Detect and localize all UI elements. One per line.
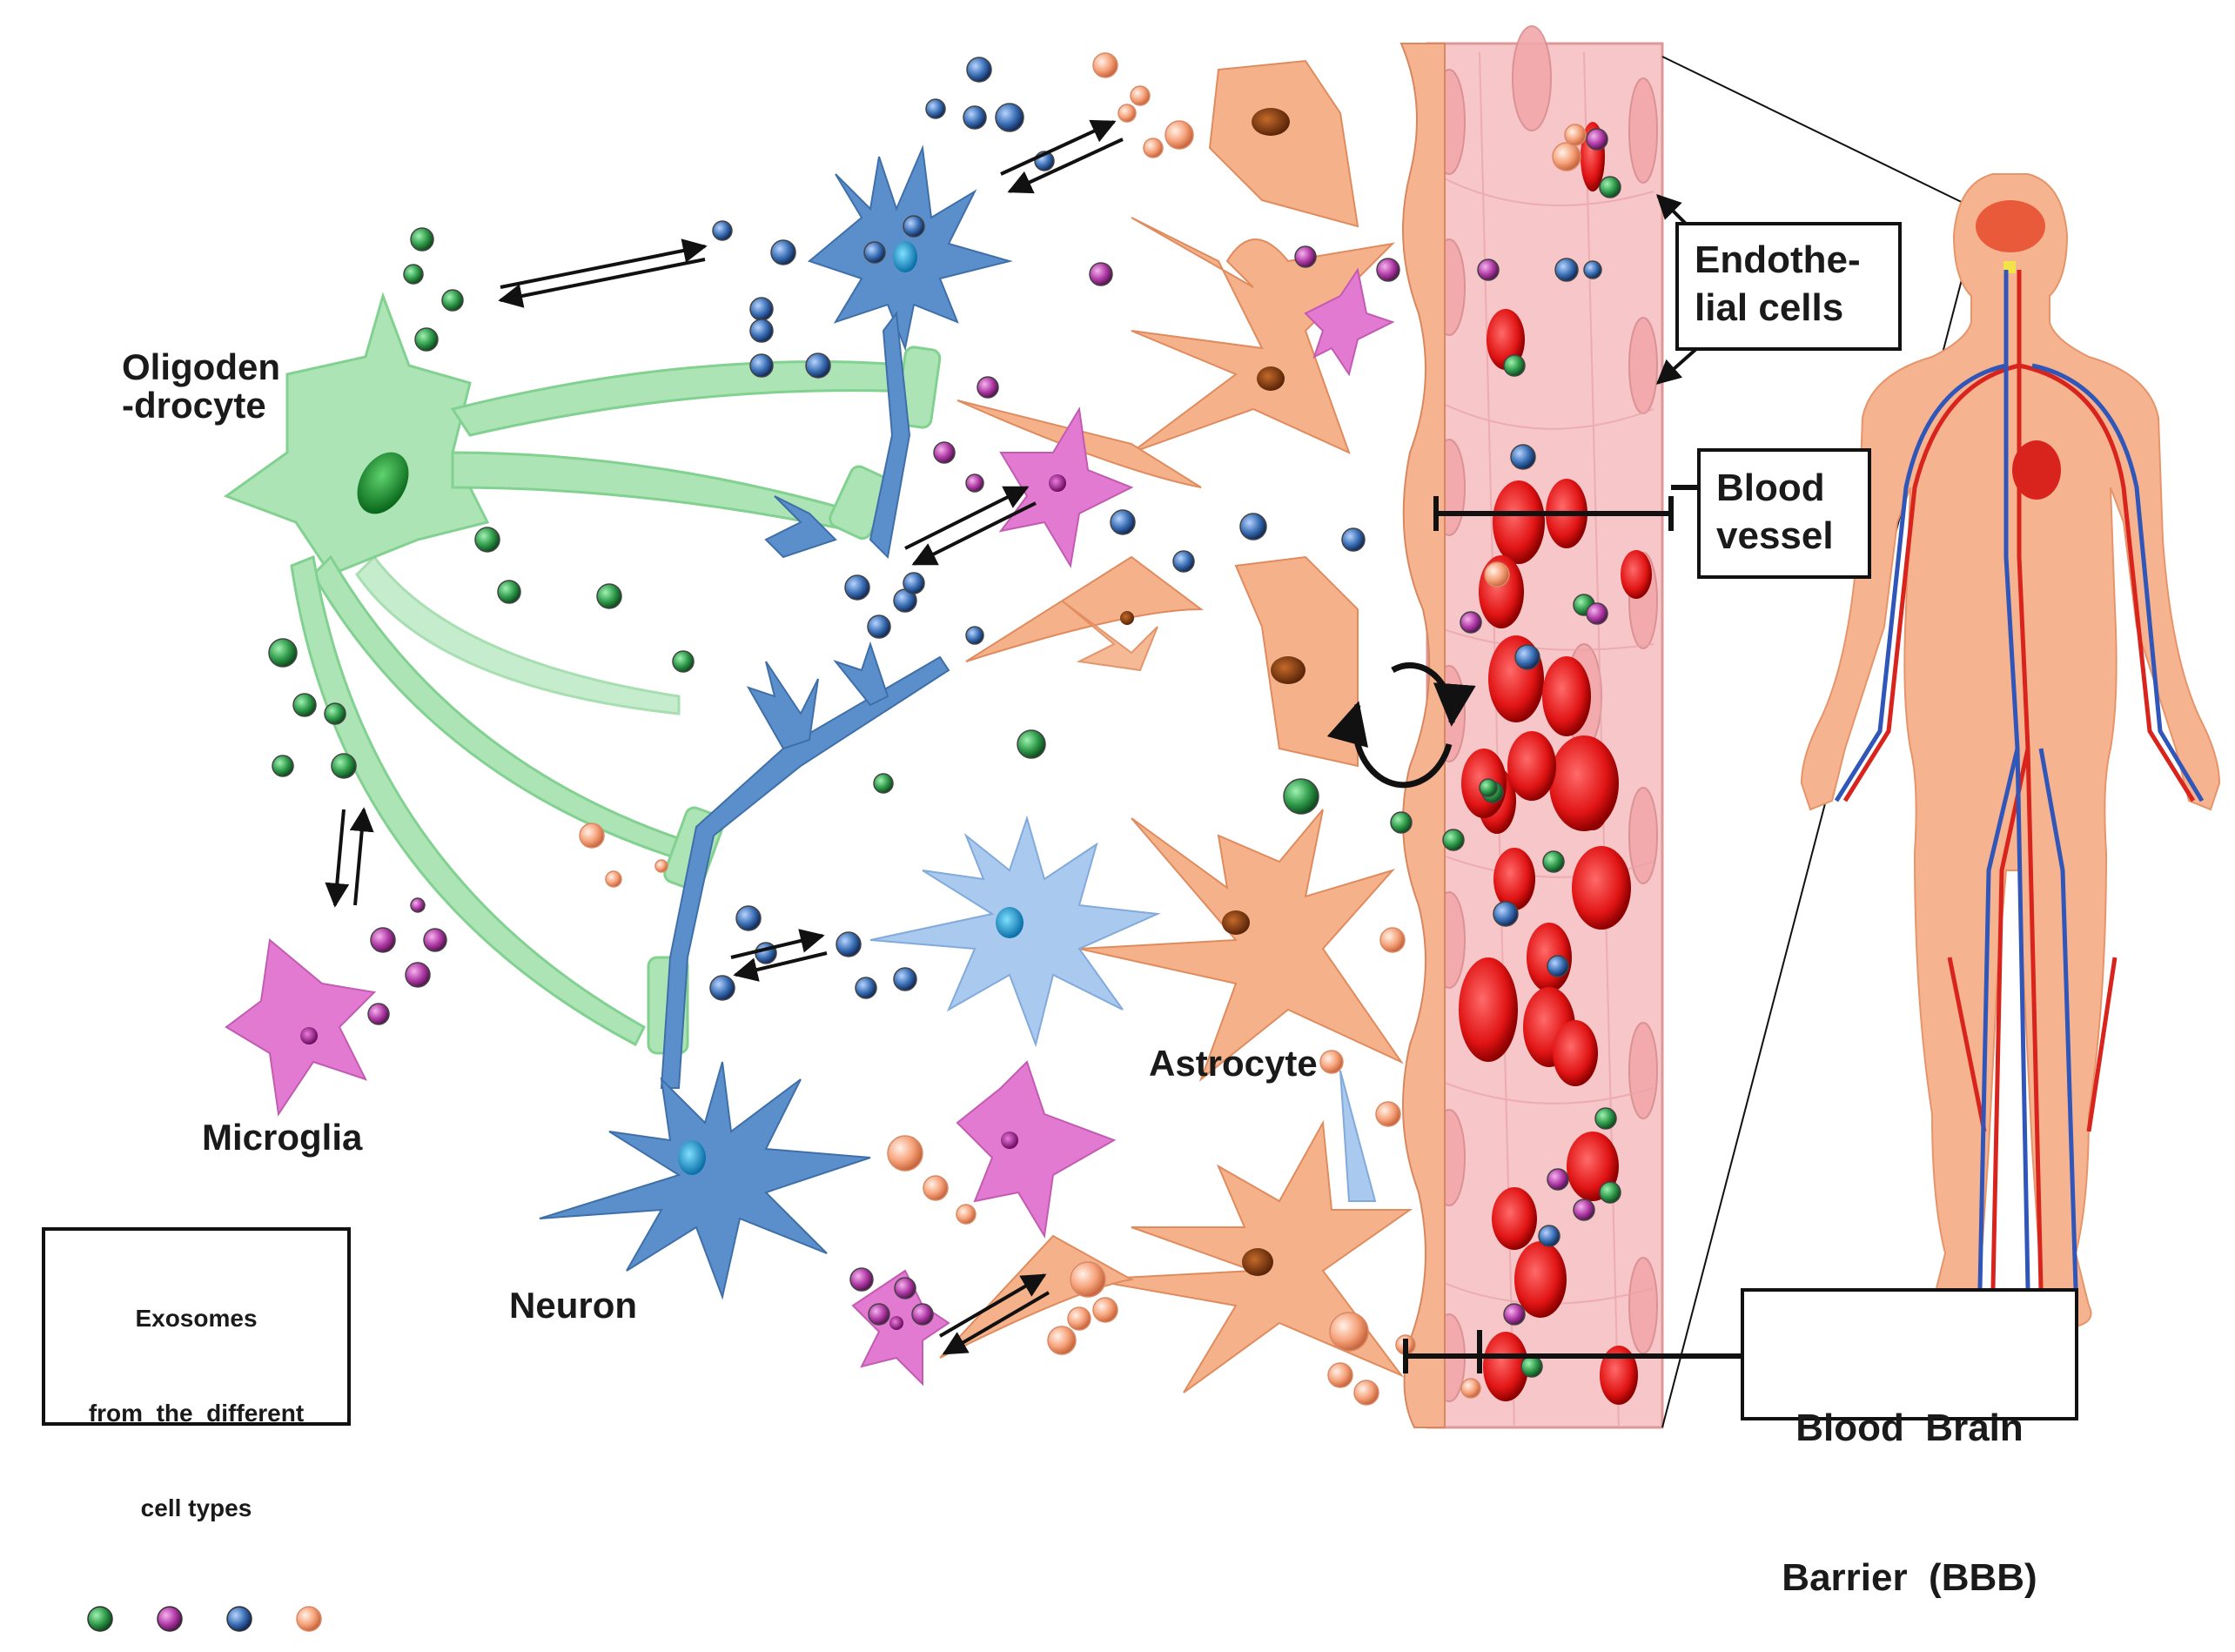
exosomes-blue xyxy=(709,57,1602,1247)
endothelial-callout: Endothe- lial cells xyxy=(1675,222,1902,351)
microglia-nuclei xyxy=(300,474,1066,1330)
legend-title-line: Exosomes xyxy=(135,1304,258,1332)
neuron-nucleus-top xyxy=(893,241,917,272)
oligodendrocyte-nucleus xyxy=(357,452,409,514)
red-blood-cells xyxy=(1459,122,1652,1405)
microglia-label: Microglia xyxy=(202,1117,363,1158)
brain-icon xyxy=(1976,200,2045,252)
bbb-marker-lines xyxy=(1403,485,1741,1373)
neuron-label: Neuron xyxy=(509,1285,637,1326)
astrocyte-label: Astrocyte xyxy=(1149,1043,1318,1084)
legend-swatches xyxy=(87,1606,322,1633)
microglia-cells xyxy=(225,267,1395,1387)
blood-vessel-callout: Blood vessel xyxy=(1697,448,1871,579)
bbb-endfeet-wall xyxy=(1399,43,1446,1428)
legend-swatch-neuron xyxy=(226,1606,252,1633)
legend-swatch-oligodendrocyte xyxy=(87,1606,113,1633)
exosomes-purple xyxy=(367,128,1608,1326)
blood-vessel xyxy=(1426,25,1664,1429)
neuron-pale-nucleus xyxy=(996,907,1024,938)
oligodendrocyte-label: Oligoden -drocyte xyxy=(122,346,280,426)
bbb-callout: Blood Brain Barrier (BBB) xyxy=(1741,1288,2078,1599)
oligodendrocyte-cell xyxy=(223,292,942,1055)
exosomes-green xyxy=(268,176,1621,1378)
exchange-arrow-icon xyxy=(325,119,1124,1355)
neuron-nucleus-bottom xyxy=(678,1140,706,1175)
bbb-exosome-diagram xyxy=(223,25,2221,1429)
heart-icon xyxy=(2012,440,2061,500)
exosome-legend: Exosomes from the different cell types xyxy=(42,1227,351,1633)
astrocyte-nuclei xyxy=(1120,108,1305,1276)
legend-swatch-microglia xyxy=(157,1606,183,1633)
legend-title-line: cell types xyxy=(140,1494,252,1522)
legend-title-line: from the different xyxy=(88,1399,305,1427)
recycle-arrow-icon xyxy=(1326,661,1476,789)
legend-swatch-astrocyte xyxy=(296,1606,322,1633)
neuron-cells xyxy=(539,144,1013,1300)
human-body-icon xyxy=(1800,173,2221,1329)
